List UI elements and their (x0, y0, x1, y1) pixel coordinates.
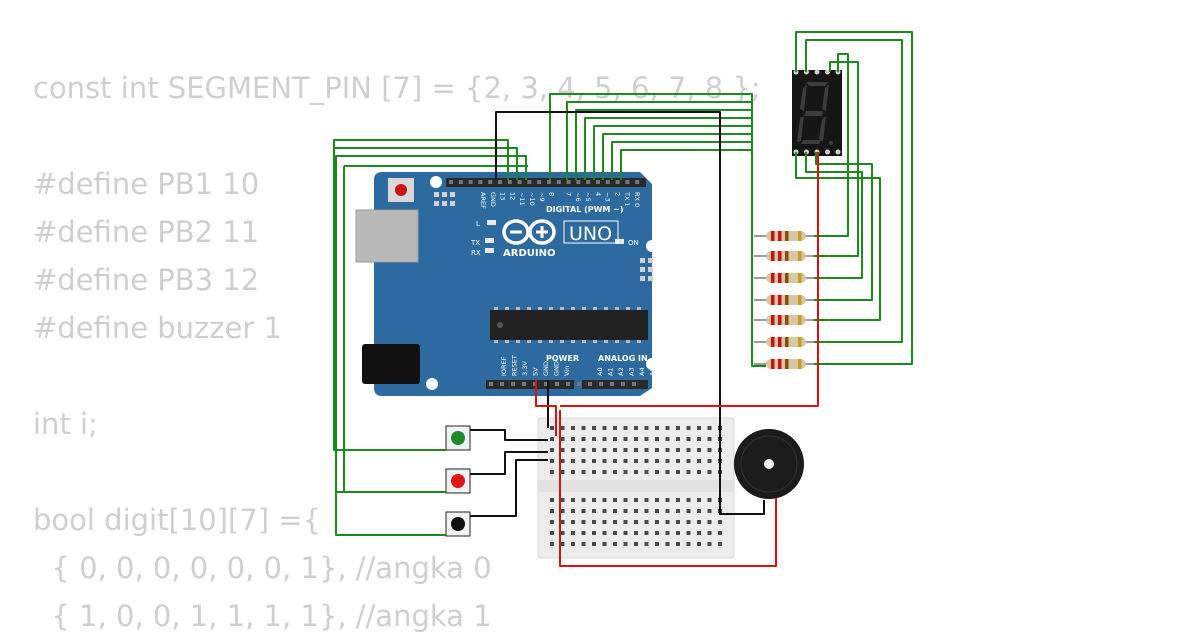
analog-pin-label: A1 (607, 367, 615, 376)
power-pin-label: 3.3V (521, 361, 529, 376)
code-line: int i; (33, 407, 98, 441)
digital-pin-label: 13 (499, 192, 507, 200)
analog-pin-label: A2 (617, 367, 625, 376)
code-line: #define PB3 12 (33, 263, 260, 297)
power-pin-label: 5V (532, 367, 540, 376)
digital-pin-label: 12 (508, 192, 516, 200)
ground-wires (470, 111, 765, 517)
code-line: { 0, 0, 0, 0, 0, 0, 1}, //angka 0 (33, 551, 492, 585)
tx-led-label: TX (470, 239, 480, 247)
code-line: #define buzzer 1 (33, 311, 282, 345)
digital-pin-label: ~3 (604, 192, 612, 202)
digital-pin-label: 8 (548, 192, 556, 196)
microcontroller-chip (490, 310, 648, 340)
code-line: #define PB2 11 (33, 215, 260, 249)
analog-pin-label: A0 (596, 367, 604, 376)
analog-pin-label: A3 (628, 367, 636, 376)
digital-pin-label: 2 (613, 192, 621, 196)
uno-badge (563, 220, 619, 244)
code-line: const int SEGMENT_PIN [7] = {2, 3, 4, 5,… (33, 71, 761, 105)
resistor (754, 337, 814, 347)
digital-pin-label: ~6 (574, 192, 582, 202)
piezo-buzzer (734, 429, 804, 499)
digital-pin-label: TX 1 (623, 191, 631, 207)
power-pin-label: IOREF (500, 356, 508, 376)
breadboard (537, 417, 735, 559)
push-button-red[interactable] (445, 468, 471, 494)
code-line: #define PB1 10 (33, 167, 260, 201)
l-led-label: L (476, 220, 480, 228)
brand-label: ARDUINO (503, 248, 555, 259)
digital-pin-label: ~10 (528, 192, 536, 206)
digital-pin-label: ~9 (538, 192, 546, 202)
on-led-label: ON (628, 239, 639, 247)
analog-header (582, 380, 648, 389)
digital-header (446, 178, 646, 187)
arduino-logo (502, 219, 556, 245)
analog-pin-label: A4 (638, 367, 646, 376)
power-wires (535, 152, 819, 567)
code-line: { 1, 0, 0, 1, 1, 1, 1}, //angka 1 (33, 599, 492, 633)
power-pin-label: GND (542, 361, 550, 376)
analog-pin-label: A5 (649, 367, 657, 376)
power-header (486, 380, 574, 389)
power-pin-label: RESET (511, 355, 519, 376)
resistor (754, 295, 814, 305)
resistor (754, 273, 814, 283)
segment-wires (333, 31, 913, 536)
digital-pin-label: ~5 (584, 192, 592, 202)
resistor (754, 231, 814, 241)
digital-label: DIGITAL (PWM ~) (546, 205, 624, 214)
push-button-green[interactable] (445, 425, 471, 451)
resistor (754, 359, 814, 369)
code-line: bool digit[10][7] ={ (33, 503, 322, 537)
rx-led-label: RX (471, 249, 481, 257)
power-label: POWER (546, 354, 579, 363)
seven-segment-display: 8. (792, 69, 842, 156)
resistor (754, 315, 814, 325)
digital-pin-label: GND (489, 192, 497, 207)
barrel-jack (362, 344, 420, 384)
usb-connector (355, 209, 419, 263)
digital-pin-label: 4 (594, 192, 602, 196)
digital-pin-label: ~11 (518, 192, 526, 206)
resistor-array (754, 231, 814, 369)
digital-pin-label: 7 (564, 192, 572, 196)
analog-label: ANALOG IN (598, 354, 648, 363)
digital-pin-label: RX 0 (633, 192, 641, 207)
resistor (754, 251, 814, 261)
power-pin-label: Vin (563, 366, 571, 376)
digital-pin-label: AREF (479, 192, 487, 209)
push-button-black[interactable] (445, 511, 471, 537)
model-label: UNO (569, 223, 612, 245)
power-pin-label: GND (553, 361, 561, 376)
